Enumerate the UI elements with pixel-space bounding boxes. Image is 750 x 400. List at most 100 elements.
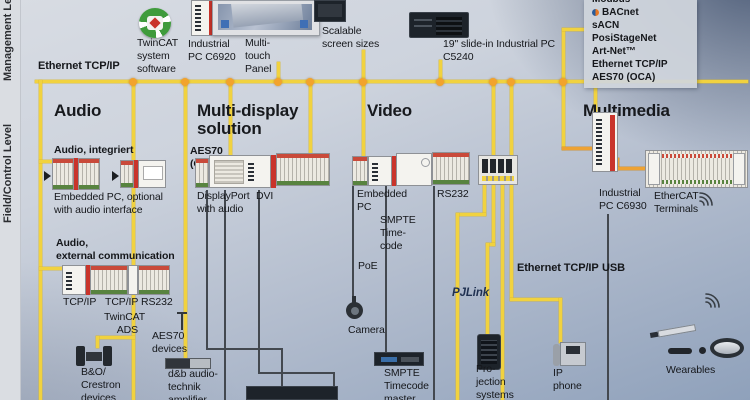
fan-line-4b [510, 298, 562, 301]
c6920-label: Industrial PC C6920 [188, 38, 236, 63]
ip-phone-label: IP phone [553, 367, 582, 392]
bus-stub-screens [362, 50, 365, 80]
speaker-branch-h [96, 336, 135, 339]
bus-node [436, 78, 444, 86]
audio-interface-device [138, 160, 166, 188]
video-drop-line [362, 80, 365, 156]
twincat-ads-label: TwinCAT ADS [104, 311, 146, 336]
tcpip-label-2: TCP/IP [105, 296, 139, 308]
bus-node [306, 78, 314, 86]
soundbar-icon [86, 352, 102, 361]
wireless-icon [705, 293, 720, 308]
field-control-level-label: Field/Control Level [2, 123, 14, 223]
fan-line-4c [559, 298, 562, 343]
camera-line [352, 186, 354, 298]
projection-label: Pro- jection systems [476, 363, 514, 400]
industrial-pc-c6930-device [592, 112, 618, 172]
bus-node [507, 78, 515, 86]
display-matrix-device [246, 386, 338, 400]
twincat-icon [139, 8, 171, 38]
displayport-line [206, 190, 208, 350]
c5240-label: 19" slide-in Industrial PC C5240 [443, 38, 556, 63]
external-terminal-strip [138, 265, 170, 295]
video-module-device [396, 153, 432, 186]
tcpip-label-1: TCP/IP [63, 296, 97, 308]
displayport-device [195, 158, 209, 188]
poe-label: PoE [358, 260, 378, 272]
fan-line-1c [456, 213, 459, 400]
pjlink-logo: PJLink [452, 287, 490, 299]
bus-label: Ethernet TCP/IP [38, 60, 120, 72]
audio-section-title: Audio [54, 101, 102, 120]
video-terminal-strip [432, 152, 470, 185]
projection-device [477, 334, 501, 370]
audio-drop-line [132, 80, 135, 400]
fan-line-3 [501, 185, 504, 400]
audio-box-left-line [39, 80, 42, 400]
audio-branch-2 [39, 267, 73, 270]
dvi-line-2 [258, 372, 335, 374]
video-red-stripe [392, 156, 396, 186]
video-rs232-label: RS232 [437, 188, 469, 200]
c6930-feed-v [562, 80, 565, 150]
smartwatch-icon [710, 338, 744, 358]
slide-in-pc-c5240-device [409, 12, 469, 38]
fan-line-2b [486, 243, 495, 246]
twincat-label: TwinCAT system software [137, 37, 179, 75]
ethercat-link-h [616, 167, 647, 170]
external-terminal-strip [90, 265, 128, 295]
panel-label: Multi- touch Panel [245, 37, 272, 75]
video-embedded-pc-label: Embedded PC [357, 188, 407, 213]
arrow-icon [44, 171, 51, 181]
audio-device-red-stripe [74, 158, 78, 190]
tracker-dot-icon [699, 347, 706, 354]
video-terminal-mini [352, 156, 368, 186]
stylus-icon [649, 324, 697, 340]
bus-stub-c5240 [439, 60, 442, 80]
protocol-bacnet: BACnet [602, 7, 639, 18]
screens-label: Scalable screen sizes [322, 25, 380, 50]
dvi-label: DVI [256, 190, 274, 202]
aes70-antenna-icon [176, 312, 188, 330]
dvi-line-2 [258, 190, 260, 374]
audio-integrated-heading: Audio, integriert [54, 144, 134, 156]
audio-integrated-caption: Embedded PC, optional with audio interfa… [54, 191, 163, 216]
c6930-feed-h [562, 147, 596, 150]
displayport-label: DisplayPort with audio [197, 190, 250, 215]
ethercat-label: EtherCAT Terminals [654, 190, 699, 215]
db-amplifier-device [165, 358, 211, 369]
fan-line-2c [486, 243, 489, 334]
fitness-band-icon [668, 348, 692, 354]
protocol-aes70: AES70 (OCA) [592, 72, 656, 83]
fan-line-4a [510, 185, 513, 301]
audio-external-heading: Audio, external communication [56, 237, 175, 262]
db-amplifier-label: d&b audio- technik amplifier [168, 368, 218, 400]
bus-stub-protocols-v [562, 28, 565, 81]
protocol-posistagenet: PosiStageNet [592, 33, 657, 44]
dvi-line [224, 190, 226, 400]
external-embedded-pc [62, 265, 86, 295]
speaker-icon [103, 346, 112, 366]
multidisplay-drop-1 [229, 80, 232, 158]
protocol-list: Modbus BACnet sACN PosiStageNet Art-Net™… [584, 0, 697, 88]
ethernet-mid-label: Ethernet TCP/IP [517, 262, 599, 274]
multimedia-drop-line [594, 80, 597, 113]
dvi-device [209, 155, 271, 188]
bus-node [359, 78, 367, 86]
multidisplay-section-title: Multi-display solution [197, 101, 299, 139]
smpte-master-label: SMPTE Timecode master [384, 367, 429, 400]
bus-node [181, 78, 189, 86]
bus-stub-protocols-h [562, 28, 586, 31]
speaker-icon [76, 346, 85, 366]
ethernet-switch-device [478, 155, 518, 185]
displayport-line [281, 348, 283, 388]
aes70-devices-label: AES70 devices [152, 330, 187, 355]
video-embedded-pc-device [368, 156, 392, 186]
management-level-label: Management Level [2, 0, 14, 82]
audio-interface-red-stripe [134, 160, 138, 188]
bus-node [274, 78, 282, 86]
usb-line [607, 214, 609, 400]
scalable-screen-device [314, 0, 346, 22]
protocol-artnet: Art-Net™ [592, 46, 636, 57]
